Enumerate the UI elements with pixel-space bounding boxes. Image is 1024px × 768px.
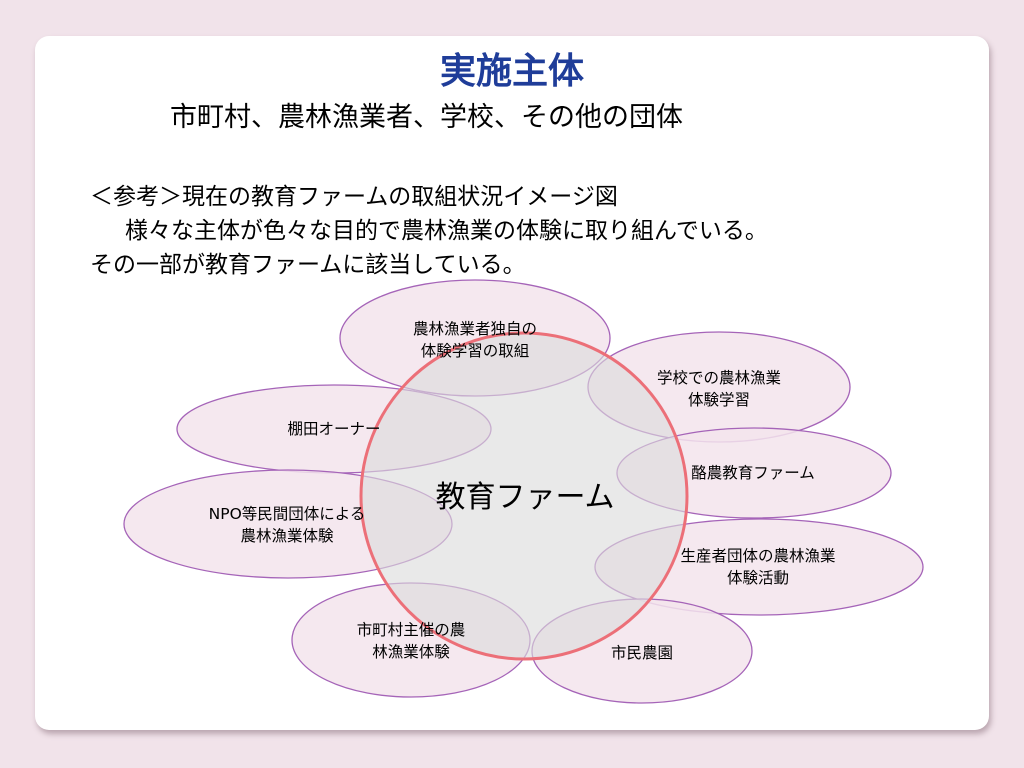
bubble-label-line: NPO等民間団体による xyxy=(208,505,366,523)
education-farm-circle xyxy=(359,331,689,661)
bubble-label-line: 市町村主催の農 xyxy=(356,621,466,639)
bubble-label-municipal: 市町村主催の農林漁業体験 xyxy=(357,619,466,663)
bubble-label-line: 学校での農林漁業 xyxy=(656,369,782,387)
bubble-label-line: 農林漁業体験 xyxy=(240,527,334,545)
bubble-label-npo: NPO等民間団体による農林漁業体験 xyxy=(209,503,366,547)
bubble-label-farmer-own: 農林漁業者独自の体験学習の取組 xyxy=(413,318,537,362)
bubble-label-line: 市民農園 xyxy=(610,644,674,662)
bubble-label-line: 体験学習の取組 xyxy=(420,342,530,360)
bubble-label-tanada: 棚田オーナー xyxy=(287,418,380,440)
reference-line-3: その一部が教育ファームに該当している。 xyxy=(90,252,526,278)
venn-diagram xyxy=(123,279,924,704)
slide-subtitle: 市町村、農林漁業者、学校、その他の団体 xyxy=(170,102,683,133)
bubble-label-school: 学校での農林漁業体験学習 xyxy=(657,367,781,411)
reference-line-1: ＜参考＞現在の教育ファームの取組状況イメージ図 xyxy=(90,184,618,210)
bubble-label-dairy: 酪農教育ファーム xyxy=(691,462,815,484)
bubble-label-line: 農林漁業者独自の xyxy=(412,320,538,338)
bubble-label-line: 生産者団体の農林漁業 xyxy=(680,547,836,565)
bubble-label-line: 棚田オーナー xyxy=(287,420,381,438)
bubble-label-line: 体験活動 xyxy=(726,569,790,587)
slide: 実施主体 市町村、農林漁業者、学校、その他の団体 ＜参考＞現在の教育ファームの取… xyxy=(35,36,989,730)
bubble-label-line: 体験学習 xyxy=(687,391,751,409)
bubble-label-line: 酪農教育ファーム xyxy=(691,464,815,482)
bubble-label-citizen-farm: 市民農園 xyxy=(611,642,673,664)
bubble-label-line: 林漁業体験 xyxy=(372,643,450,661)
reference-line-2: 様々な主体が色々な目的で農林漁業の体験に取り組んでいる。 xyxy=(125,218,768,244)
center-label: 教育ファーム xyxy=(435,480,615,515)
bubble-label-producer: 生産者団体の農林漁業体験活動 xyxy=(680,545,835,589)
slide-title: 実施主体 xyxy=(439,51,584,92)
reference-text: ＜参考＞現在の教育ファームの取組状況イメージ図 様々な主体が色々な目的で農林漁業… xyxy=(90,180,768,282)
